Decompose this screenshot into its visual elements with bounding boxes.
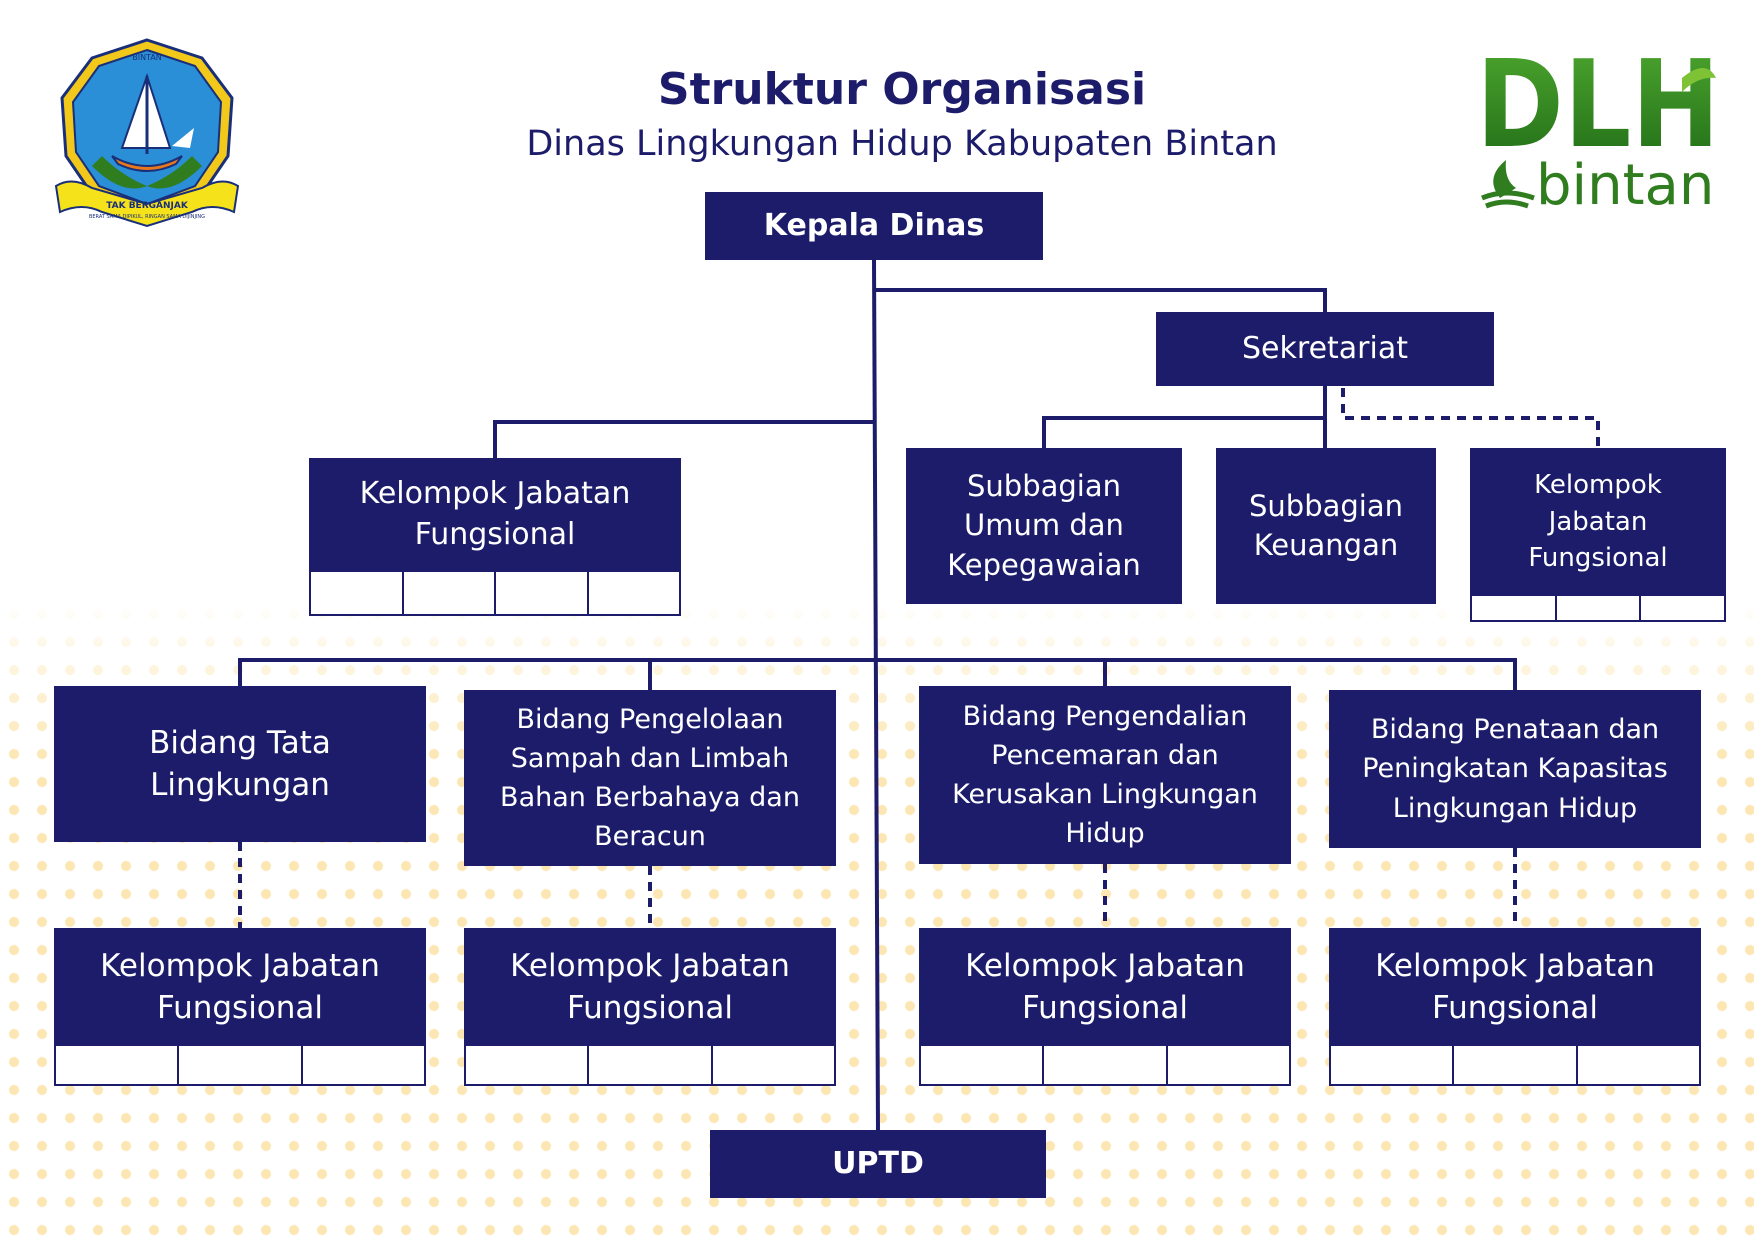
slot-cell — [1165, 1046, 1289, 1084]
kjf-pengendalian-label: Kelompok Jabatan Fungsional — [965, 947, 1245, 1026]
kjf-sekretariat-dashed-connector — [1341, 388, 1600, 448]
main-trunk-line — [872, 259, 880, 1133]
slot-cell — [401, 572, 495, 614]
emblem-ribbon-text: TAK BERGANJAK — [106, 201, 189, 211]
kjf-penataan-slots — [1329, 1046, 1701, 1086]
subbag-keuangan-box: Subbagian Keuangan — [1216, 448, 1436, 604]
bidang-sampah-label: Bidang Pengelolaan Sampah dan Limbah Bah… — [500, 703, 800, 853]
kjf-sampah-label: Kelompok Jabatan Fungsional — [510, 947, 790, 1026]
dlh-logo-subtext: bintan — [1536, 153, 1714, 212]
slot-cell — [56, 1046, 177, 1084]
subbag-umum-connector — [1042, 416, 1325, 448]
kjf-kepala-slots — [309, 572, 681, 616]
bidang-penataan-label: Bidang Penataan dan Peningkatan Kapasita… — [1362, 714, 1668, 824]
kjf-tata-label: Kelompok Jabatan Fungsional — [100, 947, 380, 1026]
slot-cell — [710, 1046, 834, 1084]
kjf-tata-box: Kelompok Jabatan Fungsional — [54, 928, 426, 1046]
uptd-box: UPTD — [710, 1130, 1046, 1198]
slot-cell — [1554, 596, 1640, 620]
bintan-emblem-logo: BINTAN TAK BERGANJAK BERAT SAMA DIPIKUL,… — [54, 38, 240, 228]
emblem-ribbon-subtext: BERAT SAMA DIPIKUL, RINGAN SAMA DIJINJIN… — [89, 214, 205, 220]
slot-cell — [494, 572, 587, 614]
bidang-pengendalian-box: Bidang Pengendalian Pencemaran dan Kerus… — [919, 686, 1291, 864]
kjf-kepala-box: Kelompok Jabatan Fungsional — [309, 458, 681, 572]
uptd-label: UPTD — [832, 1145, 924, 1181]
slot-cell — [1452, 1046, 1575, 1084]
slot-cell — [311, 572, 402, 614]
bidang-sampah-box: Bidang Pengelolaan Sampah dan Limbah Bah… — [464, 690, 836, 866]
slot-cell — [1639, 596, 1724, 620]
slot-cell — [586, 572, 680, 614]
kjf-pengendalian-slots — [919, 1046, 1291, 1086]
sekretariat-connector — [874, 288, 1327, 312]
kjf-sampah-slots — [464, 1046, 836, 1086]
page-title: Struktur Organisasi — [657, 64, 1147, 115]
slot-cell — [1042, 1046, 1165, 1084]
bidang-pengendalian-label: Bidang Pengendalian Pencemaran dan Kerus… — [952, 700, 1258, 850]
bidang-horizontal-line — [238, 658, 1517, 690]
bidang-tata-label: Bidang Tata Lingkungan — [149, 724, 331, 803]
leaf-icon — [1682, 68, 1716, 92]
bidang-penataan-box: Bidang Penataan dan Peningkatan Kapasita… — [1329, 690, 1701, 848]
flame-leaf-icon — [1493, 160, 1516, 198]
kjf-sampah-box: Kelompok Jabatan Fungsional — [464, 928, 836, 1046]
dlh-logo-text: DLH — [1476, 48, 1720, 175]
kjf-pengendalian-box: Kelompok Jabatan Fungsional — [919, 928, 1291, 1046]
sekretariat-label: Sekretariat — [1242, 330, 1408, 366]
kjf-sekretariat-box: Kelompok Jabatan Fungsional — [1470, 448, 1726, 596]
slot-cell — [587, 1046, 710, 1084]
dlh-bintan-logo: DLH bintan — [1476, 48, 1720, 212]
slot-cell — [177, 1046, 300, 1084]
slot-cell — [1575, 1046, 1699, 1084]
subbag-umum-label: Subbagian Umum dan Kepegawaian — [947, 468, 1141, 582]
sekretariat-box: Sekretariat — [1156, 312, 1494, 386]
slot-cell — [921, 1046, 1042, 1084]
kjf-sekretariat-slots — [1470, 596, 1726, 622]
kepala-dinas-box: Kepala Dinas — [705, 192, 1043, 260]
emblem-top-text: BINTAN — [132, 53, 162, 62]
slot-cell — [1472, 596, 1555, 620]
slot-cell — [300, 1046, 424, 1084]
kjf-penataan-box: Kelompok Jabatan Fungsional — [1329, 928, 1701, 1046]
subbag-keuangan-label: Subbagian Keuangan — [1249, 488, 1403, 562]
bidang-tata-box: Bidang Tata Lingkungan — [54, 686, 426, 842]
kjf-kepala-label: Kelompok Jabatan Fungsional — [359, 476, 631, 552]
kepala-dinas-label: Kepala Dinas — [763, 207, 985, 243]
kjf-kepala-connector — [493, 420, 876, 458]
kjf-penataan-label: Kelompok Jabatan Fungsional — [1375, 947, 1655, 1026]
slot-cell — [1331, 1046, 1452, 1084]
slot-cell — [466, 1046, 587, 1084]
kjf-sekretariat-label: Kelompok Jabatan Fungsional — [1528, 469, 1668, 574]
kjf-tata-slots — [54, 1046, 426, 1086]
page-subtitle: Dinas Lingkungan Hidup Kabupaten Bintan — [526, 124, 1278, 164]
subbag-umum-box: Subbagian Umum dan Kepegawaian — [906, 448, 1182, 604]
